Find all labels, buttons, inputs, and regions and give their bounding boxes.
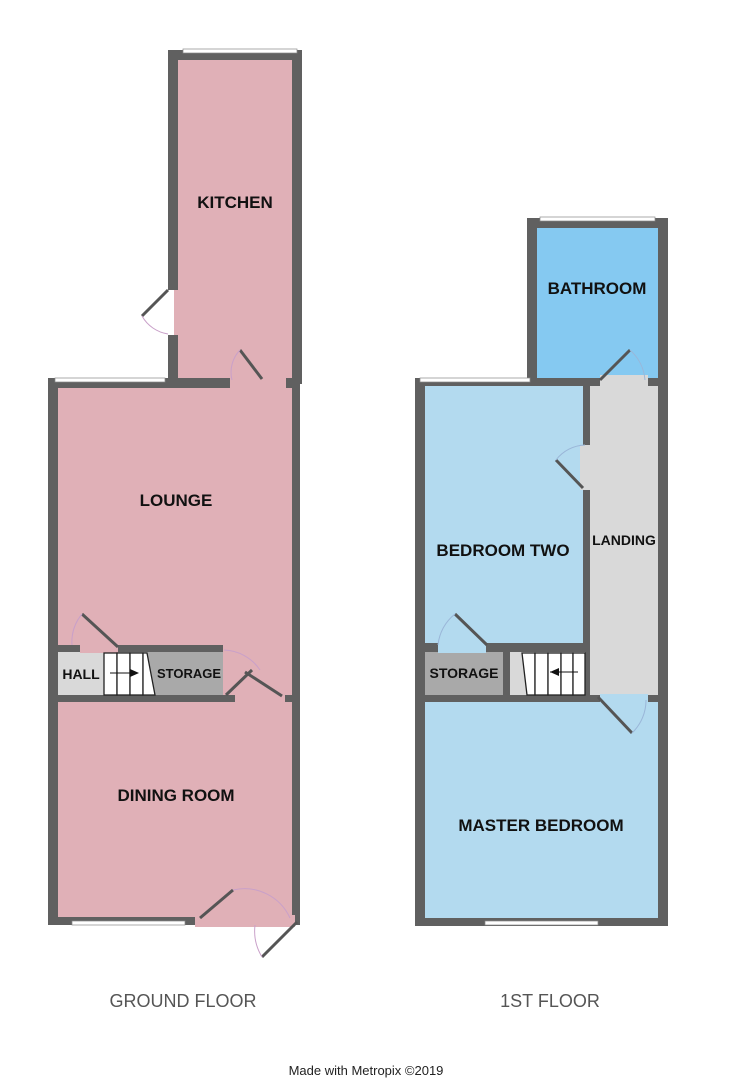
bedroom-two-door-opening <box>580 445 592 490</box>
dining-door-opening <box>235 694 285 703</box>
kitchen-window <box>182 48 298 54</box>
storage-label: STORAGE <box>157 666 221 681</box>
landing-room <box>590 386 658 695</box>
stairs-arrow-icon <box>130 669 139 677</box>
stairs-first <box>521 652 586 696</box>
front-door[interactable] <box>199 888 234 920</box>
hall-door-opening <box>80 645 118 653</box>
first-floor-plan: BATHROOM BEDROOM TWO LANDING STORAGE MAS… <box>415 216 668 1011</box>
side-door[interactable] <box>140 288 170 318</box>
storage-label-first: STORAGE <box>430 665 499 681</box>
storage-room-first <box>425 652 503 695</box>
lounge-label: LOUNGE <box>140 491 213 510</box>
storage-wall <box>118 645 223 652</box>
bedroom-two-window <box>419 377 531 383</box>
bathroom-room <box>537 228 658 378</box>
kitchen-room <box>178 60 292 378</box>
master-bedroom-room <box>425 702 658 918</box>
dividing-wall-end <box>285 695 300 702</box>
bathroom-label: BATHROOM <box>548 279 647 298</box>
hall-label: HALL <box>62 666 100 682</box>
hall-room <box>58 652 108 695</box>
bedroom-two-room <box>425 386 583 643</box>
bathroom-window <box>539 216 656 222</box>
bedroom-two-label: BEDROOM TWO <box>436 541 569 560</box>
master-bedroom-door[interactable] <box>596 695 634 735</box>
hall-door[interactable] <box>80 612 120 649</box>
dining-room <box>58 702 292 917</box>
hall-wall <box>48 645 80 652</box>
storage-door[interactable] <box>453 612 489 647</box>
master-bedroom-label: MASTER BEDROOM <box>458 816 623 835</box>
lounge-room <box>58 388 292 695</box>
kitchen-door-opening <box>230 375 286 391</box>
kitchen-label: KITCHEN <box>197 193 273 212</box>
kitchen-door[interactable] <box>238 349 264 380</box>
stairs <box>103 652 156 696</box>
stairs-arrow-icon <box>550 668 559 676</box>
ground-floor-title: GROUND FLOOR <box>109 991 256 1011</box>
front-door-opening <box>195 915 295 927</box>
master-door-opening <box>600 694 648 704</box>
lounge-window <box>54 377 166 383</box>
credit-text: Made with Metropix ©2019 <box>289 1063 444 1078</box>
dining-window <box>71 920 186 926</box>
dividing-wall <box>48 695 235 702</box>
dining-room-label: DINING ROOM <box>117 786 234 805</box>
landing-label: LANDING <box>592 532 656 548</box>
first-floor-title: 1ST FLOOR <box>500 991 600 1011</box>
master-bedroom-window <box>484 920 599 926</box>
bedroom-two-door[interactable] <box>554 458 585 490</box>
bathroom-door[interactable] <box>598 348 632 382</box>
ground-floor-plan: KITCHEN LOUNGE HALL STORAGE DINING ROOM … <box>48 48 302 1011</box>
